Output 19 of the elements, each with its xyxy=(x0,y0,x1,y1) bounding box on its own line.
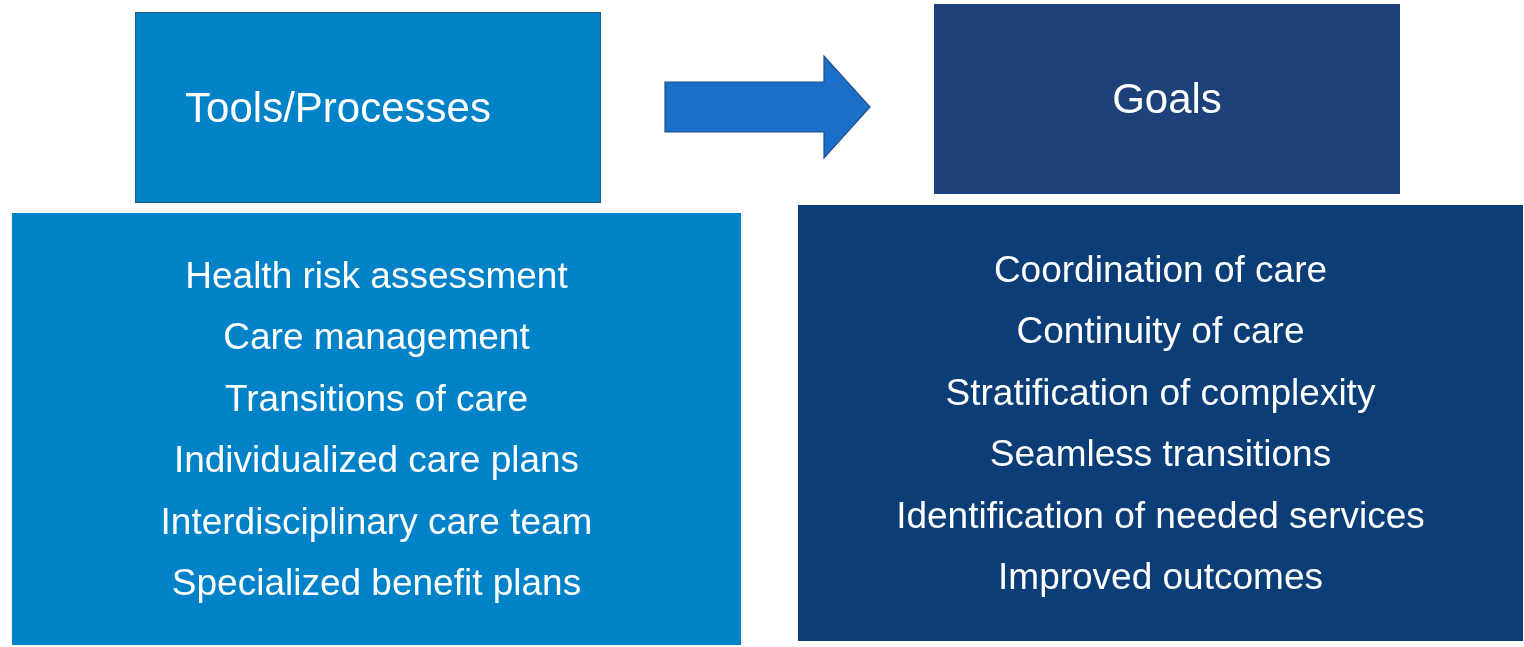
list-item: Transitions of care xyxy=(225,376,528,421)
list-item: Continuity of care xyxy=(1016,309,1305,353)
content-box xyxy=(798,205,1523,641)
list-item: Improved outcomes xyxy=(998,555,1323,599)
list-item: Health risk assessment xyxy=(185,253,568,298)
content-box xyxy=(12,213,741,645)
list-item: Seamless transitions xyxy=(989,432,1332,476)
heading: Tools/Processes xyxy=(185,83,491,132)
list-item: Care management xyxy=(223,315,530,359)
header-box xyxy=(934,4,1400,194)
list-item: Individualized care plans xyxy=(173,438,580,482)
list-item: Identification of needed services xyxy=(896,493,1425,538)
block-arrow xyxy=(664,54,871,160)
list-item: Interdisciplinary care team xyxy=(160,499,593,544)
list-item: Stratification of complexity xyxy=(945,370,1376,415)
list-item: Specialized benefit plans xyxy=(171,561,582,605)
heading: Goals xyxy=(1112,75,1222,123)
list-item: Coordination of care xyxy=(993,247,1328,292)
header-box xyxy=(135,12,601,203)
